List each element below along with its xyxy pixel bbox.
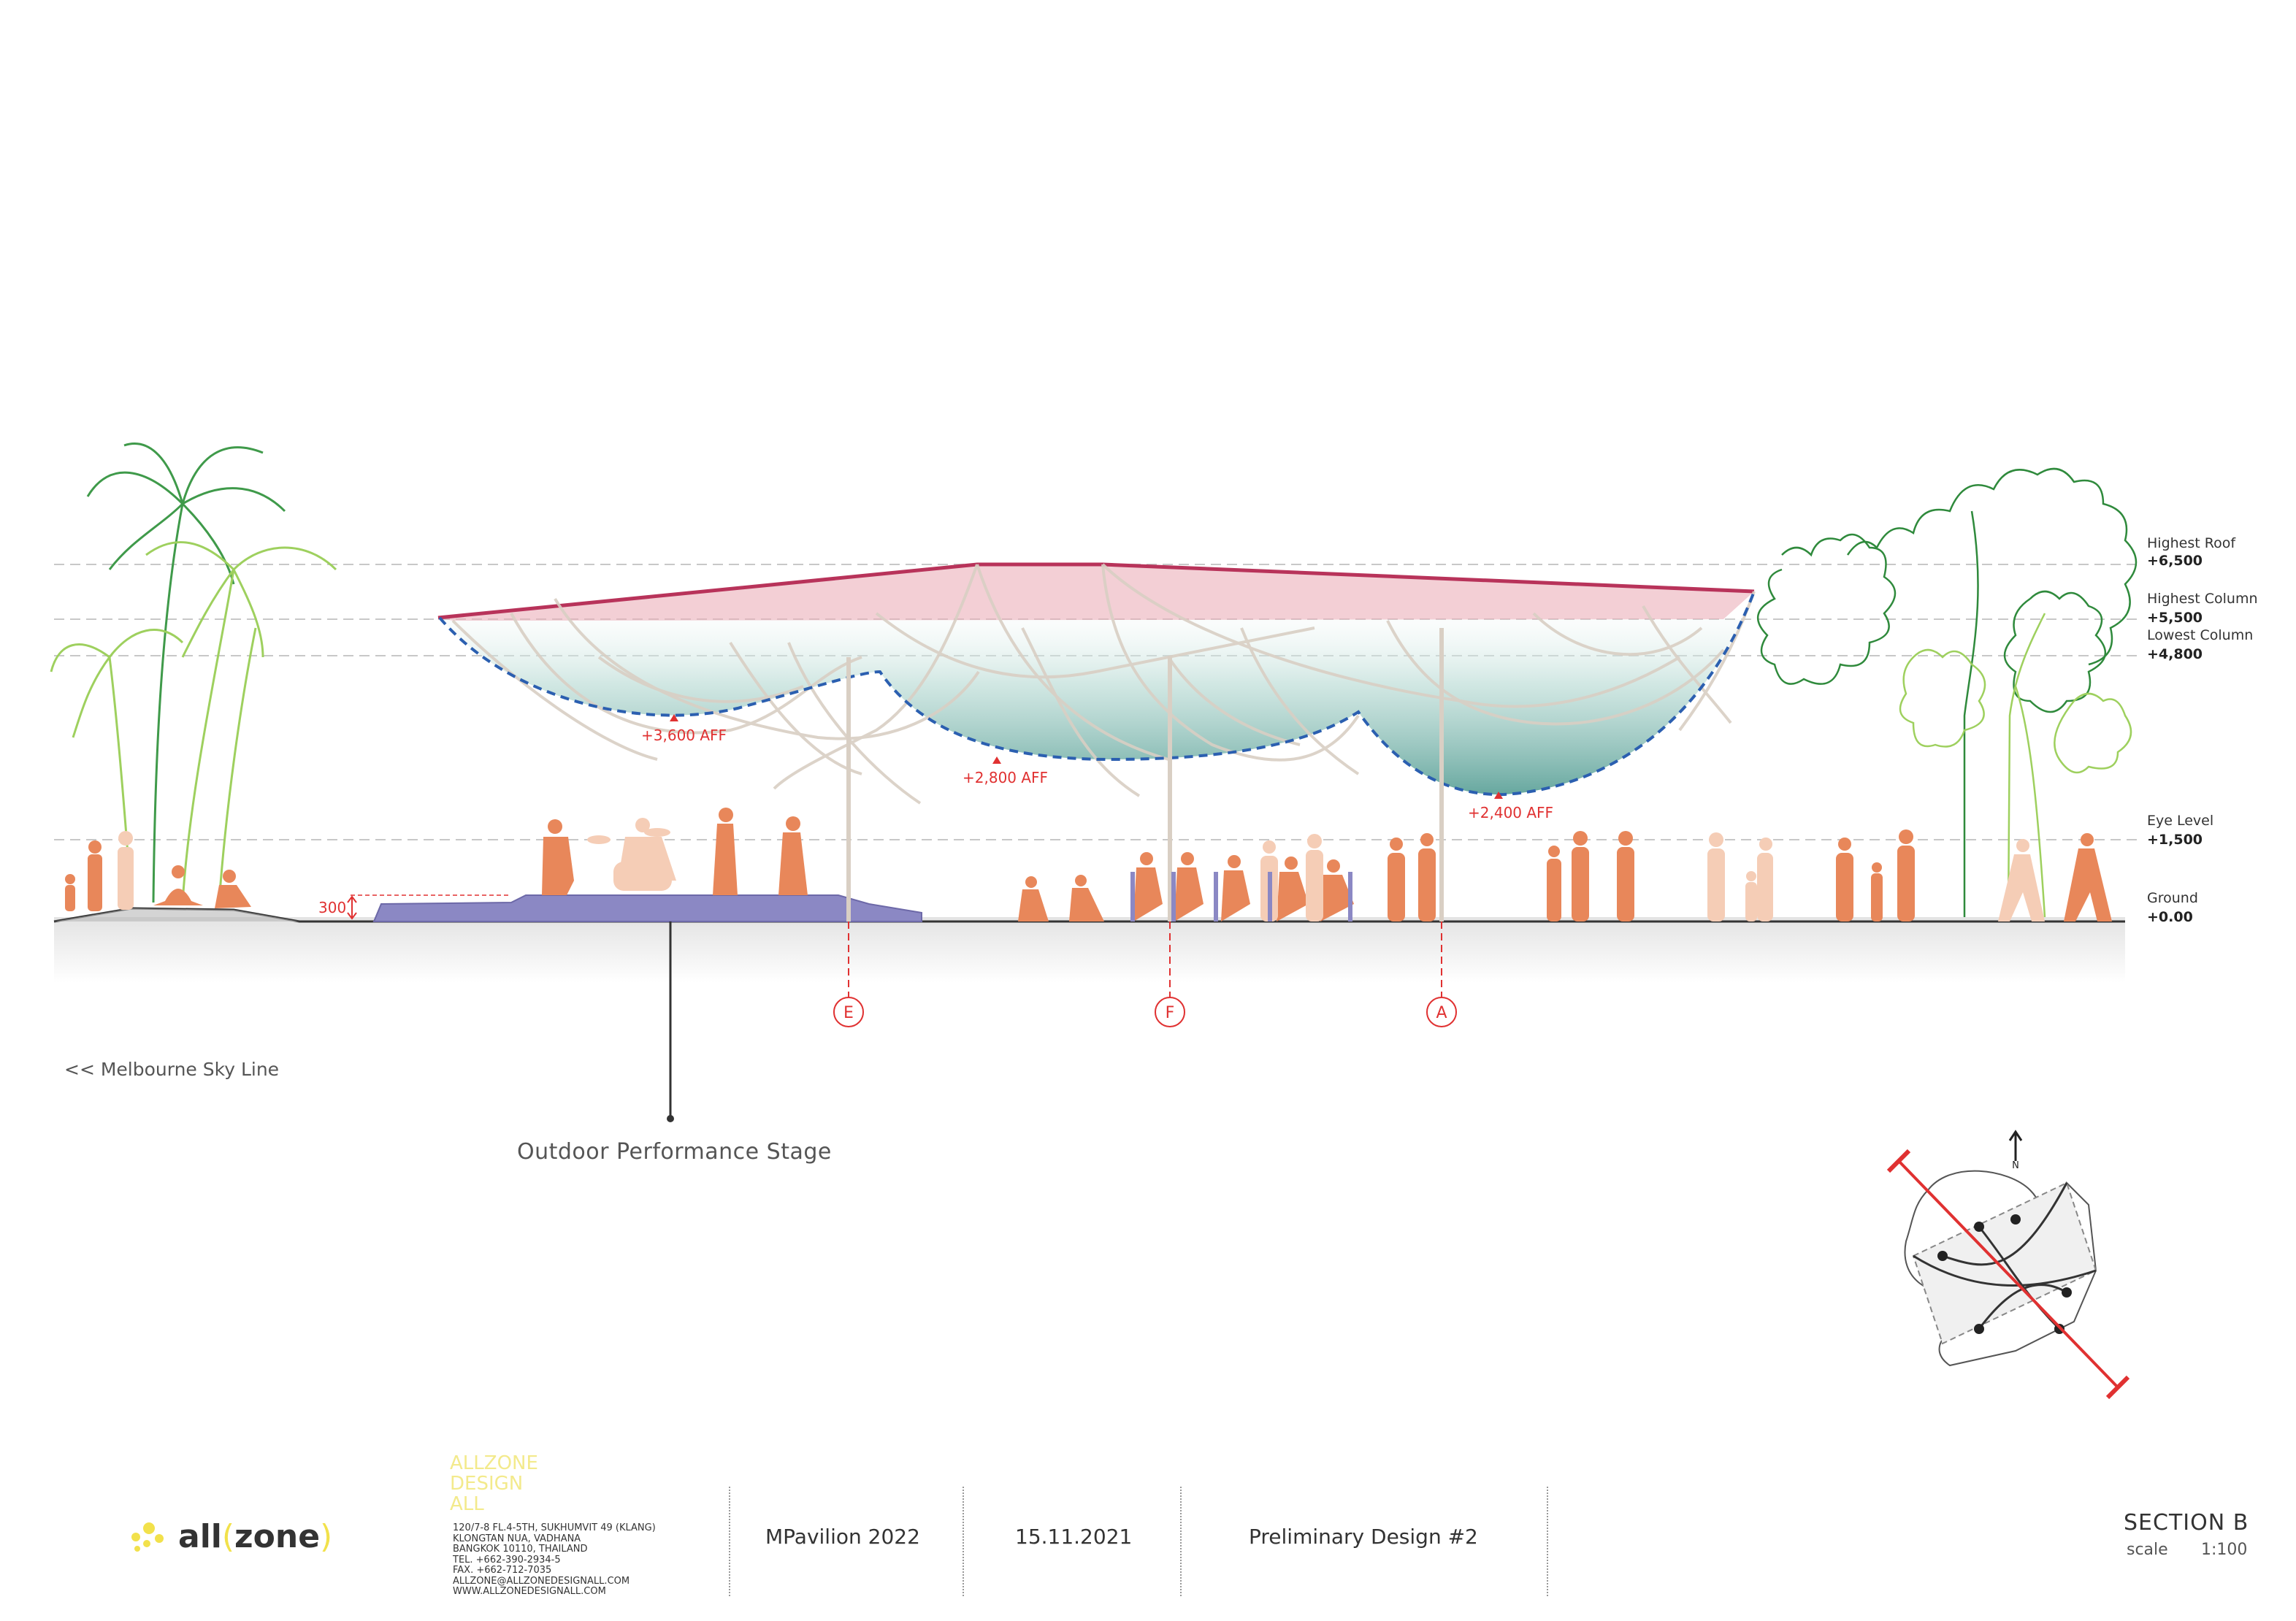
north-label: N — [2012, 1160, 2019, 1171]
audience — [1018, 829, 2112, 921]
columns — [846, 628, 1444, 921]
aff-label-3: +2,400 AFF — [1468, 804, 1553, 821]
grid-label-f: F — [1166, 1004, 1175, 1022]
canopy-fabric — [440, 591, 1754, 795]
company-logo: all(zone) — [131, 1514, 332, 1558]
firm-name: ALLZONE DESIGN ALL — [450, 1453, 596, 1514]
drawing-date: 15.11.2021 — [1015, 1525, 1133, 1549]
audience-faded — [1260, 832, 2045, 921]
deciduous-tree — [1756, 467, 2138, 918]
grid-bubble-f — [1155, 997, 1185, 1027]
ground-fill — [54, 917, 2125, 983]
canopy-sag-line — [438, 591, 1756, 797]
grid-bubble-e — [833, 997, 864, 1027]
level-lines — [54, 564, 2140, 840]
level-name-highest-roof: Highest Roof — [2147, 535, 2236, 551]
address-line-1: 120/7-8 FL.4-5TH, SUKHUMVIT 49 (KLANG) — [453, 1522, 656, 1533]
firm-address: 120/7-8 FL.4-5TH, SUKHUMVIT 49 (KLANG) K… — [453, 1522, 716, 1598]
scale-label: scale — [2127, 1541, 2168, 1559]
address-line-2: KLONGTAN NUA, VADHANA — [453, 1533, 581, 1544]
address-line-4: TEL. +662-390-2934-5 — [453, 1554, 561, 1566]
level-value-eye-level: +1,500 — [2147, 832, 2203, 848]
roof-plane — [438, 564, 1754, 621]
level-value-lowest-column: +4,800 — [2147, 646, 2203, 662]
stage-height-dimension: 300 — [318, 894, 511, 920]
level-name-highest-column: Highest Column — [2147, 591, 2258, 607]
logo-word-all: all — [178, 1517, 222, 1555]
address-line-3: BANGKOK 10110, THAILAND — [453, 1544, 588, 1555]
footer-separator — [1547, 1487, 1548, 1596]
design-phase: Preliminary Design #2 — [1249, 1525, 1478, 1549]
people — [65, 808, 2112, 921]
performance-stage — [372, 894, 922, 922]
address-line-6: ALLZONE@ALLZONEDESIGNALL.COM — [453, 1575, 630, 1587]
address-line-7: WWW.ALLZONEDESIGNALL.COM — [453, 1586, 606, 1597]
grid-bubble-a — [1426, 997, 1457, 1027]
level-name-lowest-column: Lowest Column — [2147, 627, 2254, 643]
grid-markers: E F A — [833, 921, 1457, 1027]
key-plan: N — [1886, 1130, 2130, 1400]
footer-separator — [729, 1487, 730, 1596]
stage-note: Outdoor Performance Stage — [517, 1139, 832, 1165]
firm-name-line-2: DESIGN — [450, 1473, 524, 1495]
level-value-highest-roof: +6,500 — [2147, 553, 2203, 569]
drum-kit — [587, 818, 676, 891]
roof-edge — [437, 562, 1755, 620]
grid-label-a: A — [1436, 1004, 1447, 1022]
stage-height-label: 300 — [318, 899, 346, 916]
aff-label-1: +3,600 AFF — [641, 727, 727, 744]
aff-arrow-1 — [670, 714, 678, 721]
people-left — [65, 840, 251, 911]
logo-wordmark: all(zone) — [178, 1517, 333, 1555]
firm-name-line-3: ALL — [450, 1493, 484, 1515]
level-name-eye-level: Eye Level — [2147, 813, 2214, 829]
address-line-5: FAX. +662-712-7035 — [453, 1565, 552, 1576]
project-name: MPavilion 2022 — [765, 1525, 920, 1549]
band — [542, 808, 808, 895]
skyline-note: << Melbourne Sky Line — [64, 1059, 280, 1080]
logo-word-zone: zone — [234, 1517, 321, 1555]
footer-separator — [1180, 1487, 1182, 1596]
firm-name-line-1: ALLZONE — [450, 1452, 538, 1474]
footer-separator — [963, 1487, 964, 1596]
logo-dots-icon — [131, 1518, 168, 1555]
level-value-highest-column: +5,500 — [2147, 610, 2203, 626]
aff-arrow-3 — [1494, 792, 1503, 799]
section-title: SECTION B — [2124, 1510, 2249, 1536]
stage-leader-dot — [667, 1115, 674, 1122]
aff-markers: +3,600 AFF +2,800 AFF +2,400 AFF — [641, 714, 1553, 821]
aff-arrow-2 — [992, 756, 1001, 764]
chairs — [1130, 872, 1352, 921]
level-value-ground: +0.00 — [2147, 909, 2193, 925]
level-name-ground: Ground — [2147, 890, 2198, 906]
mound — [54, 908, 299, 921]
grid-label-e: E — [843, 1004, 854, 1022]
scale-value: 1:100 — [2201, 1541, 2248, 1559]
aff-label-2: +2,800 AFF — [963, 769, 1048, 786]
palm-trees — [50, 442, 337, 903]
